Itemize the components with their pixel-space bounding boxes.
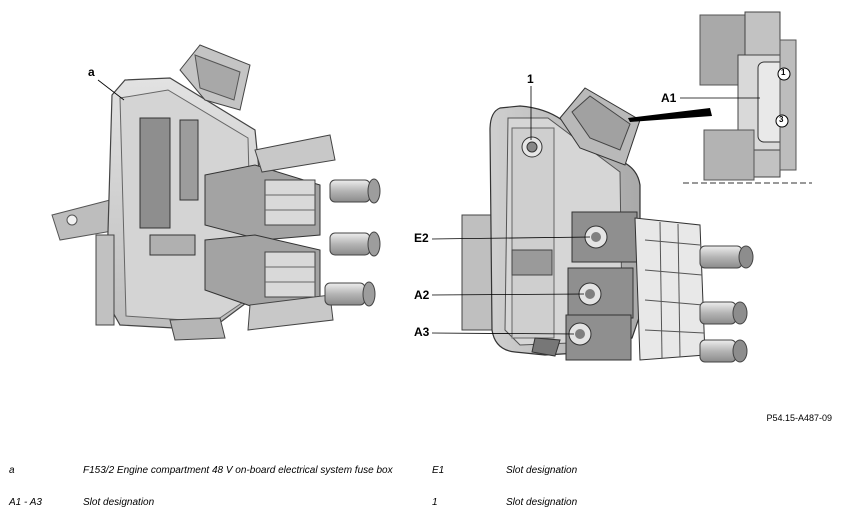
legend-key: 1 <box>432 497 438 508</box>
callout-1: 1 <box>527 72 534 86</box>
legend-text: F153/2 Engine compartment 48 V on-board … <box>83 465 393 476</box>
legend-text: Slot designation <box>83 497 155 508</box>
document-id: P54.15-A487-09 <box>766 413 832 423</box>
callout-e2: E2 <box>414 231 429 245</box>
fuse-box-drawing <box>51 11 812 363</box>
callout-a1: A1 <box>661 91 677 105</box>
legend-text: Slot designation <box>506 497 578 508</box>
callout-inset-1: 1 <box>781 68 786 77</box>
legend-key: A1 - A3 <box>9 497 42 508</box>
fuse-box-illustration: a 1 E2 A2 A3 A1 1 3 P54.15-A487-09 <box>51 11 832 423</box>
center-fuse-box-view <box>431 86 754 363</box>
callout-inset-3: 3 <box>779 115 784 124</box>
callout-a2: A2 <box>414 288 430 302</box>
callout-a3: A3 <box>414 325 430 339</box>
callout-a: a <box>88 65 95 79</box>
legend-text: Slot designation <box>506 465 578 476</box>
legend-key: a <box>9 465 15 476</box>
inset-detail-view <box>628 11 812 184</box>
legend-key: E1 <box>432 465 445 476</box>
left-fuse-box-view <box>51 44 381 341</box>
